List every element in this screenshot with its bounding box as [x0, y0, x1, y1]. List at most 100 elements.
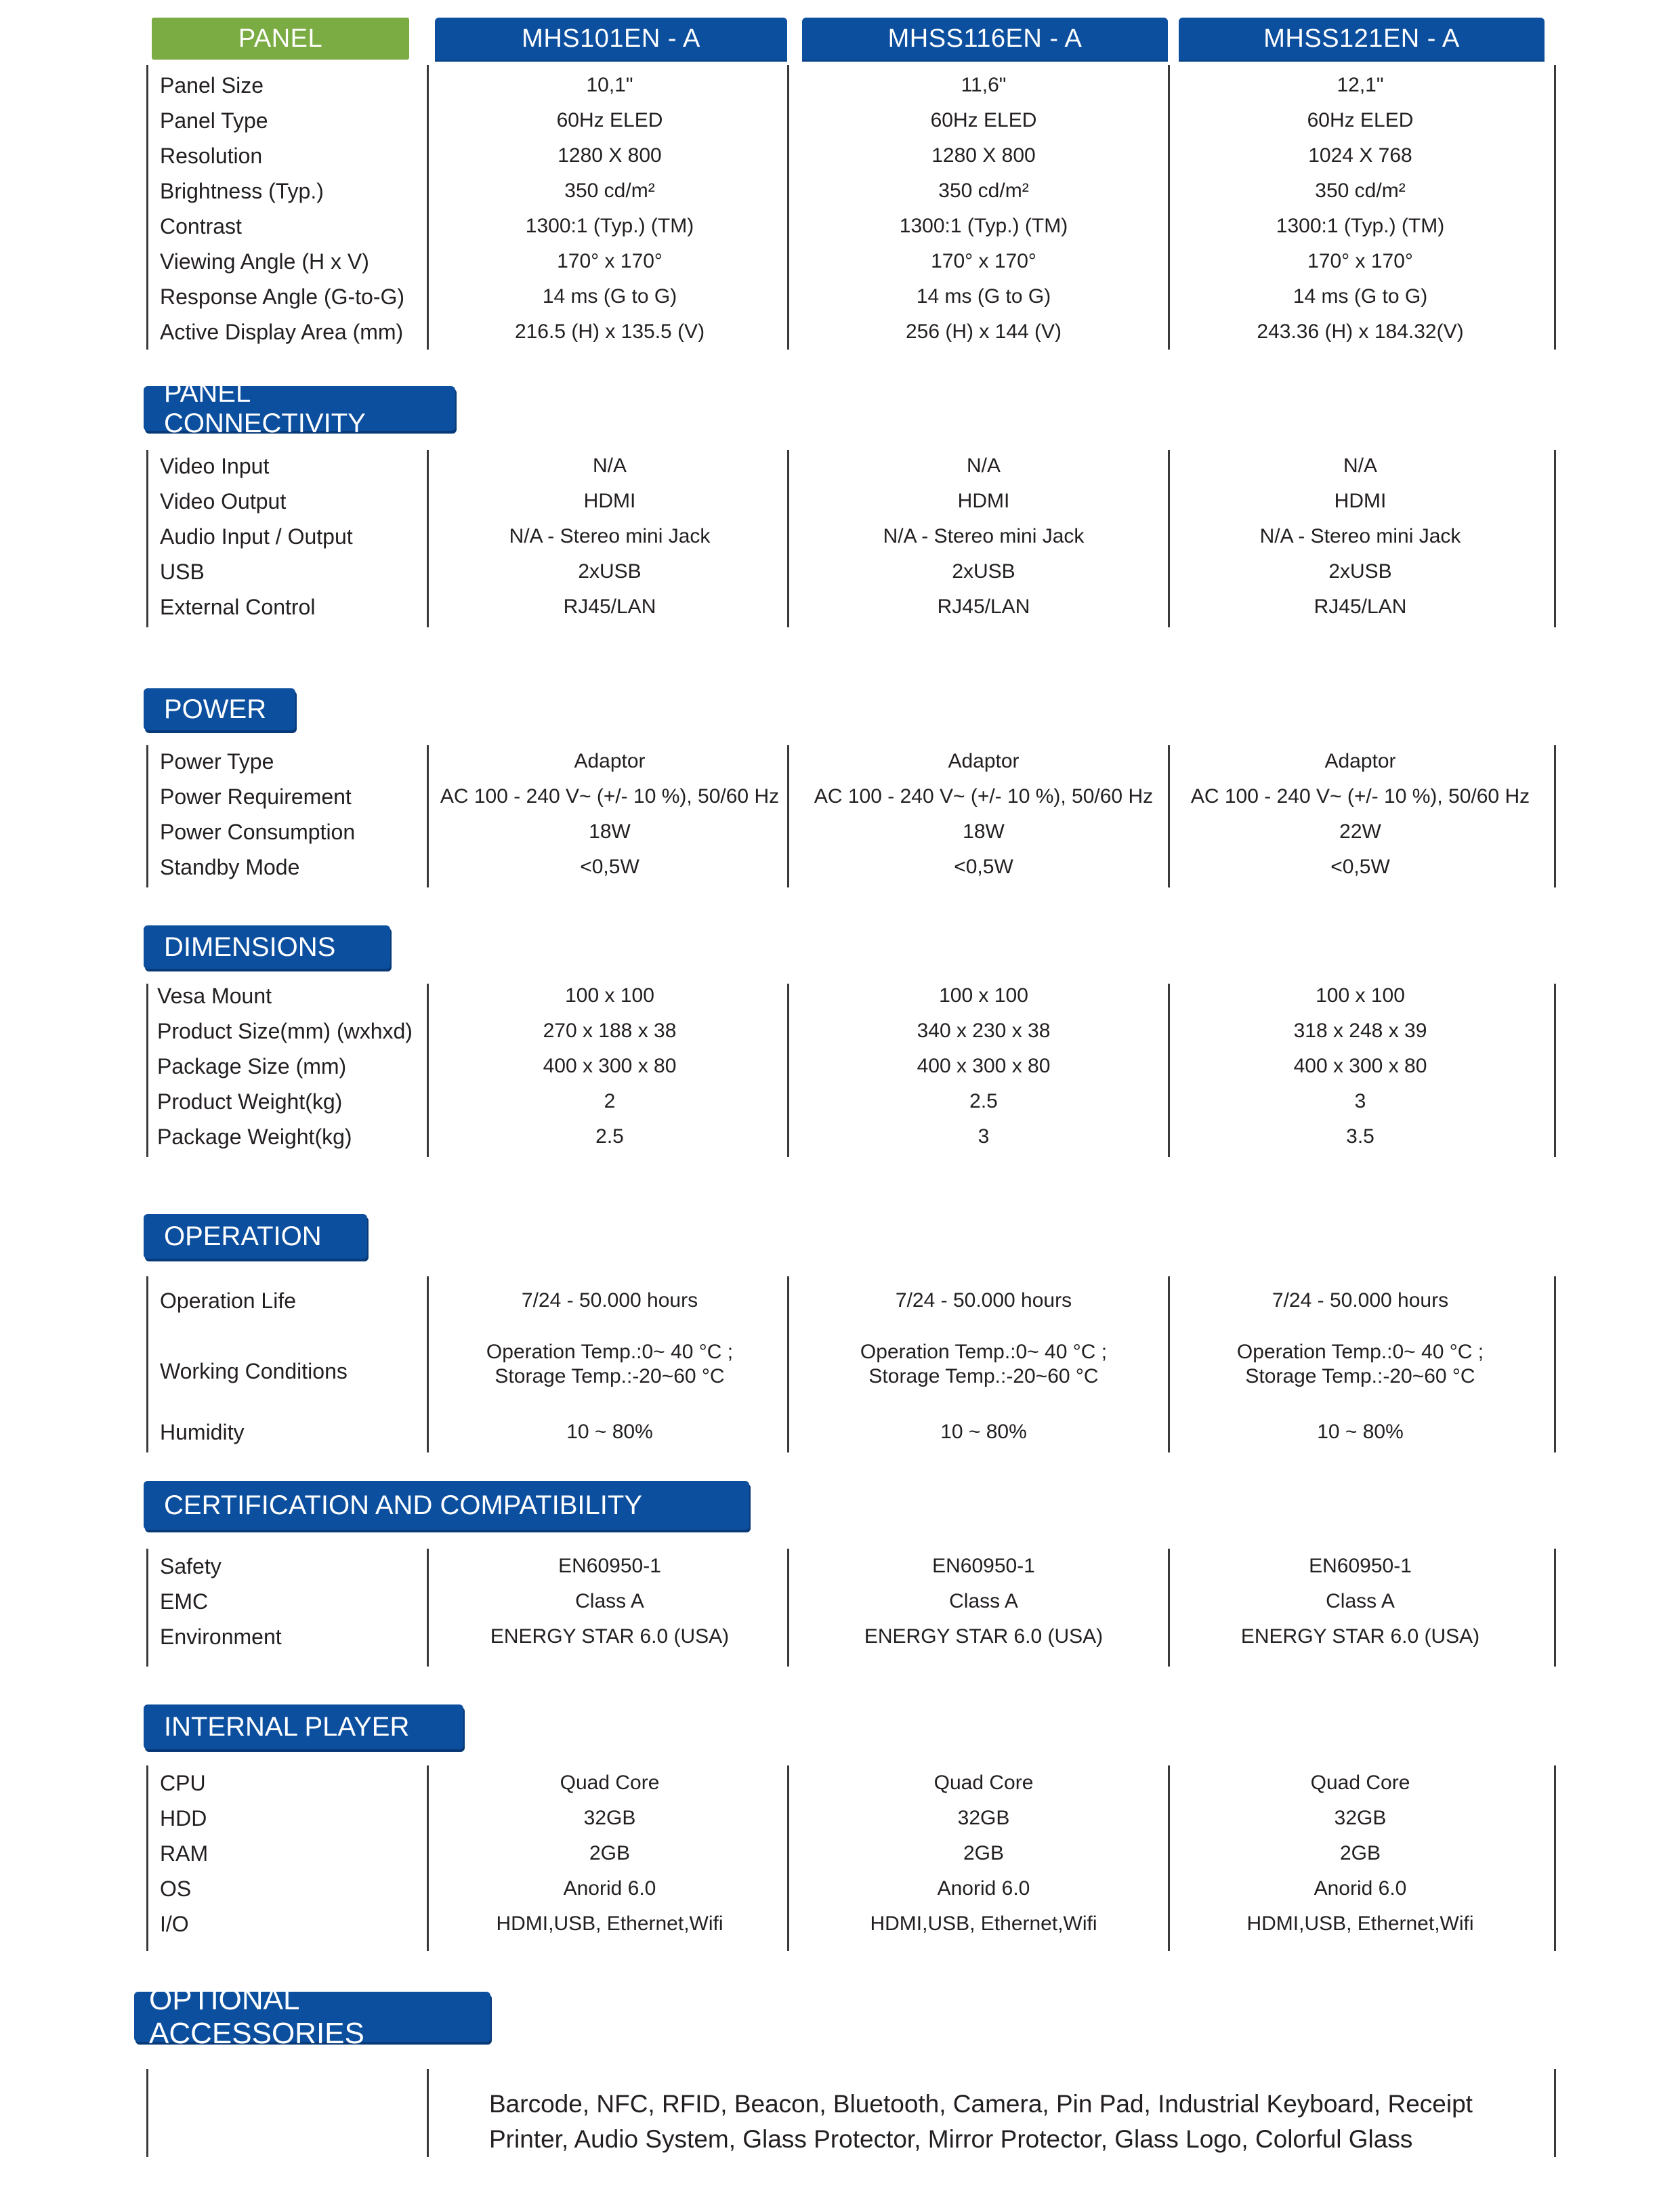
connectivity-value-3-3: 2xUSB [1328, 560, 1392, 583]
panel-value-7-3: 243.36 (H) x 184.32(V) [1257, 320, 1464, 343]
connectivity-value-3-2: 2xUSB [952, 560, 1015, 583]
power-value-2-3: 22W [1339, 820, 1381, 843]
panel-label-0: Panel Size [160, 73, 264, 98]
panel-label-4: Contrast [160, 214, 242, 238]
player-value-0-2: Quad Core [933, 1772, 1034, 1794]
dimensions-divider-4 [1554, 984, 1556, 1157]
dimensions-value-4-3: 3.5 [1346, 1125, 1374, 1148]
dimensions-label-1: Product Size(mm) (wxhxd) [157, 1019, 413, 1043]
player-value-1-2: 32GB [957, 1807, 1010, 1829]
dimensions-value-3-2: 2.5 [969, 1090, 998, 1112]
panel-divider-4 [1554, 65, 1556, 350]
power-value-3-1: <0,5W [580, 856, 639, 878]
connectivity-value-4-2: RJ45/LAN [937, 595, 1030, 618]
certification-label-0: Safety [160, 1554, 222, 1578]
power-divider-4 [1554, 745, 1556, 887]
operation-value-1-1-line2: Storage Temp.:-20~60 °C [495, 1365, 725, 1387]
operation-value-0-3: 7/24 - 50.000 hours [1272, 1289, 1449, 1312]
dimensions-divider-0 [146, 984, 148, 1157]
section-title-dimensions: DIMENSIONS [144, 925, 390, 969]
operation-value-1-2: Operation Temp.:0~ 40 °C ;Storage Temp.:… [804, 1340, 1163, 1389]
operation-value-2-2: 10 ~ 80% [940, 1421, 1027, 1443]
dimensions-value-1-1: 270 x 188 x 38 [543, 1020, 677, 1042]
connectivity-divider-1 [427, 450, 429, 627]
certification-value-1-3: Class A [1326, 1590, 1395, 1612]
player-value-3-3: Anorid 6.0 [1314, 1877, 1407, 1900]
certification-value-2-1: ENERGY STAR 6.0 (USA) [490, 1625, 730, 1648]
panel-value-6-1: 14 ms (G to G) [542, 285, 677, 308]
dimensions-divider-2 [787, 984, 789, 1157]
power-value-0-1: Adaptor [574, 750, 646, 772]
panel-label-3: Brightness (Typ.) [160, 179, 324, 203]
connectivity-value-1-1: HDMI [583, 490, 636, 512]
power-value-3-3: <0,5W [1330, 856, 1390, 878]
power-label-1: Power Requirement [160, 784, 352, 809]
connectivity-label-0: Video Input [160, 454, 270, 478]
power-divider-0 [146, 745, 148, 887]
operation-value-1-3: Operation Temp.:0~ 40 °C ;Storage Temp.:… [1181, 1340, 1540, 1389]
accessories-line-1: Barcode, NFC, RFID, Beacon, Bluetooth, C… [489, 2090, 1473, 2118]
panel-value-5-2: 170° x 170° [931, 250, 1036, 272]
player-value-4-2: HDMI,USB, Ethernet,Wifi [870, 1912, 1097, 1935]
player-value-2-2: 2GB [963, 1842, 1005, 1864]
power-label-0: Power Type [160, 749, 274, 774]
connectivity-divider-0 [146, 450, 148, 627]
operation-value-1-1-line1: Operation Temp.:0~ 40 °C ; [486, 1341, 734, 1363]
operation-value-1-2-line2: Storage Temp.:-20~60 °C [868, 1365, 1099, 1387]
certification-label-1: EMC [160, 1589, 209, 1614]
connectivity-label-3: USB [160, 560, 205, 584]
connectivity-value-1-2: HDMI [957, 490, 1010, 512]
connectivity-value-0-1: N/A [592, 455, 627, 477]
operation-divider-2 [787, 1276, 789, 1452]
section-title-certification: CERTIFICATION AND COMPATIBILITY [144, 1481, 749, 1530]
connectivity-label-2: Audio Input / Output [160, 524, 353, 549]
operation-divider-0 [146, 1276, 148, 1452]
power-label-2: Power Consumption [160, 820, 356, 844]
dimensions-value-0-3: 100 x 100 [1316, 984, 1405, 1007]
player-divider-4 [1554, 1765, 1556, 1951]
certification-label-2: Environment [160, 1625, 282, 1649]
dimensions-divider-3 [1168, 984, 1170, 1157]
power-value-1-2: AC 100 - 240 V~ (+/- 10 %), 50/60 Hz [814, 785, 1154, 808]
dimensions-value-4-2: 3 [978, 1125, 990, 1148]
connectivity-divider-4 [1554, 450, 1556, 627]
certification-value-0-2: EN60950-1 [932, 1555, 1035, 1577]
player-divider-1 [427, 1765, 429, 1951]
power-divider-3 [1168, 745, 1170, 887]
dimensions-value-1-2: 340 x 230 x 38 [917, 1020, 1051, 1042]
section-title-operation: OPERATION [144, 1214, 367, 1259]
player-divider-2 [787, 1765, 789, 1951]
player-value-4-1: HDMI,USB, Ethernet,Wifi [496, 1912, 723, 1935]
operation-value-1-1: Operation Temp.:0~ 40 °C ;Storage Temp.:… [430, 1340, 789, 1389]
panel-value-5-3: 170° x 170° [1307, 250, 1413, 272]
connectivity-value-2-2: N/A - Stereo mini Jack [883, 525, 1085, 547]
operation-label-1: Working Conditions [160, 1359, 348, 1383]
dimensions-value-0-2: 100 x 100 [939, 984, 1028, 1007]
connectivity-label-1: Video Output [160, 489, 287, 514]
player-value-1-1: 32GB [583, 1807, 636, 1829]
panel-divider-1 [427, 65, 429, 350]
dimensions-label-0: Vesa Mount [157, 984, 272, 1008]
dimensions-value-3-1: 2 [604, 1090, 616, 1112]
certification-divider-2 [787, 1549, 789, 1667]
model-header-2: MHSS116EN - A [802, 18, 1168, 60]
panel-value-1-1: 60Hz ELED [556, 109, 663, 131]
operation-divider-3 [1168, 1276, 1170, 1452]
section-title-player: INTERNAL PLAYER [144, 1704, 463, 1749]
power-value-1-3: AC 100 - 240 V~ (+/- 10 %), 50/60 Hz [1190, 785, 1530, 808]
dimensions-value-2-2: 400 x 300 x 80 [917, 1055, 1051, 1077]
operation-value-1-2-line1: Operation Temp.:0~ 40 °C ; [860, 1341, 1108, 1363]
connectivity-divider-3 [1168, 450, 1170, 627]
panel-label-5: Viewing Angle (H x V) [160, 249, 369, 274]
certification-value-1-1: Class A [575, 1590, 644, 1612]
power-value-1-1: AC 100 - 240 V~ (+/- 10 %), 50/60 Hz [440, 785, 780, 808]
operation-label-2: Humidity [160, 1420, 245, 1444]
dimensions-value-1-3: 318 x 248 x 39 [1293, 1020, 1427, 1042]
operation-value-0-1: 7/24 - 50.000 hours [521, 1289, 698, 1312]
player-divider-0 [146, 1765, 148, 1951]
panel-value-4-3: 1300:1 (Typ.) (TM) [1276, 215, 1445, 237]
accessories-divider-mid [427, 2069, 429, 2157]
certification-divider-3 [1168, 1549, 1170, 1667]
player-value-4-3: HDMI,USB, Ethernet,Wifi [1246, 1912, 1474, 1935]
player-value-2-1: 2GB [589, 1842, 631, 1864]
